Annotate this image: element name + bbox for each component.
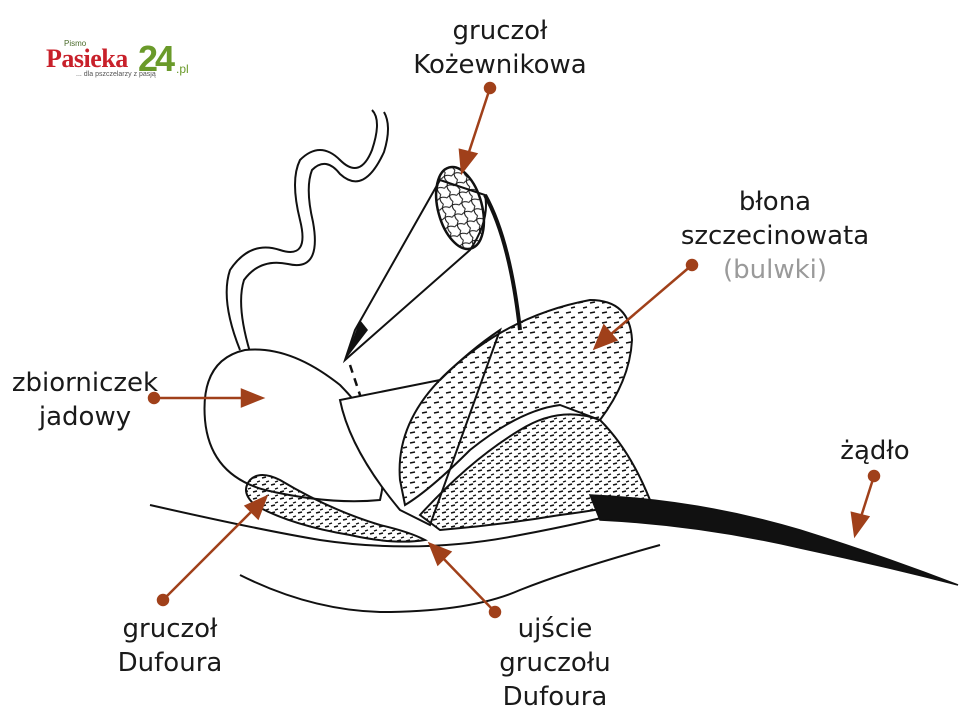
label-ujscie-line2: gruczołu — [499, 648, 611, 678]
label-kozewnikow-line1: gruczoł — [452, 16, 548, 46]
logo-tagline: ... dla pszczelarzy z pasją — [76, 71, 156, 78]
kozhevnikov-gland-cells — [434, 165, 486, 251]
kozhevnikov-gland-edge — [483, 194, 522, 331]
label-kozewnikow: gruczoł Kożewnikowa — [400, 14, 600, 82]
label-kozewnikow-line2: Kożewnikowa — [413, 50, 587, 80]
label-zbiorniczek: zbiorniczek jadowy — [0, 366, 170, 434]
label-ujscie: ujście gruczołu Dufoura — [470, 612, 640, 714]
logo-pismo: Pismo — [64, 39, 87, 48]
label-zbiorniczek-line1: zbiorniczek — [11, 368, 159, 398]
label-blona-line1: błona — [738, 187, 812, 217]
sting-shaft — [588, 494, 959, 586]
arrow-head-dufour — [243, 494, 269, 521]
label-ujscie-line1: ujście — [517, 614, 593, 644]
label-zbiorniczek-line2: jadowy — [38, 402, 132, 432]
venom-duct — [225, 109, 378, 351]
kozhevnikov-gland-shadow — [345, 320, 368, 360]
label-zadlo: żądło — [820, 434, 930, 468]
logo-number: 24 — [138, 38, 175, 79]
arrow-line-blona — [609, 264, 693, 336]
arrow-line-zadlo — [858, 475, 876, 521]
logo-name: Pasieka — [46, 44, 128, 73]
arrow-line-kozewnikow — [466, 87, 492, 156]
arrows — [147, 81, 881, 619]
label-dufour-line2: Dufoura — [117, 648, 223, 678]
venom-sac — [203, 348, 385, 503]
body-outline-lower — [239, 544, 661, 614]
arrow-line-dufour — [162, 507, 256, 601]
setose-membrane — [398, 298, 634, 507]
pasieka24-logo: Pismo Pasieka 24 .pl ... dla pszczelarzy… — [46, 38, 206, 88]
body-outline-upper — [149, 504, 651, 548]
label-bulwki: (bulwki) — [722, 255, 828, 285]
arrow-head-ujscie — [427, 541, 453, 567]
venom-duct-inner — [240, 111, 389, 353]
label-blona: błona szczecinowata (bulwki) — [665, 185, 885, 287]
arrow-head-blona — [592, 323, 619, 351]
label-dufour-line1: gruczoł — [122, 614, 218, 644]
logo-tld: .pl — [176, 62, 189, 76]
arrow-head-zadlo — [850, 511, 871, 539]
arrow-head-kozewnikow — [458, 148, 479, 176]
label-dufour: gruczoł Dufoura — [90, 612, 250, 680]
label-blona-line2: szczecinowata — [680, 221, 870, 251]
label-zadlo-text: żądło — [840, 436, 910, 466]
label-ujscie-line3: Dufoura — [502, 682, 608, 712]
arrow-head-zbiorniczek — [240, 388, 266, 408]
arrow-line-ujscie — [439, 554, 496, 613]
